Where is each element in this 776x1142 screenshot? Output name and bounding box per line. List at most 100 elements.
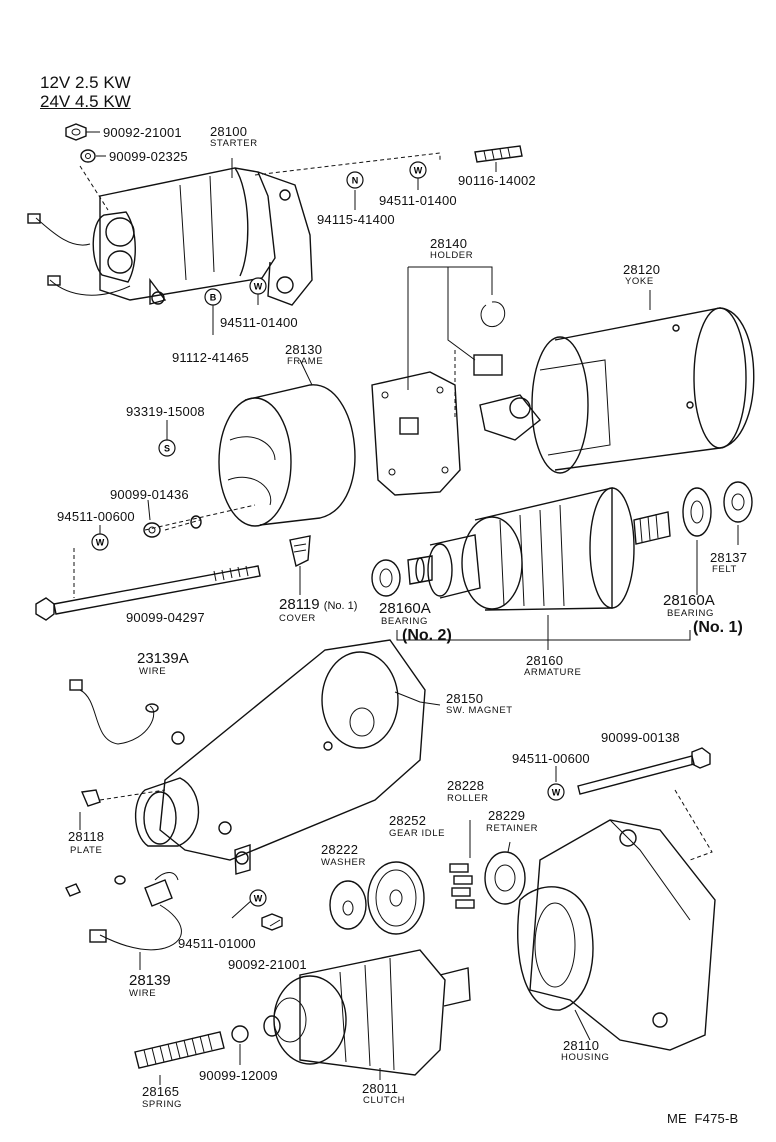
symbol-s-marker: S — [158, 439, 176, 457]
symbol-w-marker-mid: W — [249, 277, 267, 295]
label-93319-15008: 93319-15008 — [126, 404, 205, 419]
label-90092-21001-top: 90092-21001 — [103, 125, 182, 140]
holder-drawing — [371, 266, 541, 496]
plate-28118-drawing — [80, 789, 101, 807]
bearing-28160A-no2-drawing — [371, 559, 401, 597]
svg-text:W: W — [414, 166, 423, 176]
svg-text:W: W — [254, 282, 263, 292]
label-90099-00138: 90099-00138 — [601, 730, 680, 745]
label-28011: 28011 — [362, 1081, 399, 1096]
label-holder: HOLDER — [430, 250, 474, 261]
label-28119: 28119 (No. 1) — [279, 597, 357, 612]
label-bearing-no2: BEARING — [381, 616, 428, 627]
wire-23139A-drawing — [69, 679, 159, 745]
armature-drawing — [407, 487, 671, 611]
washer-90099-01436 — [143, 522, 161, 538]
symbol-w-marker-top: W — [409, 161, 427, 179]
label-sw-magnet: SW. MAGNET — [446, 705, 513, 716]
felt-28137-drawing — [723, 481, 753, 523]
label-23139A: 23139A — [137, 650, 189, 667]
label-wire-28139: WIRE — [129, 988, 157, 999]
label-cover: COVER — [279, 613, 316, 624]
label-housing: HOUSING — [561, 1052, 610, 1063]
label-28110: 28110 — [563, 1038, 600, 1053]
label-28130: 28130 — [285, 342, 323, 357]
label-plate: PLATE — [70, 845, 103, 856]
symbol-w-marker-bottom: W — [249, 889, 267, 907]
label-armature: ARMATURE — [524, 667, 582, 678]
washer-small — [190, 515, 202, 529]
nut-90092-top — [65, 123, 87, 141]
label-28137: 28137 — [710, 550, 748, 565]
label-91112-41465: 91112-41465 — [172, 350, 249, 365]
spec-line-24v: 24V 4.5 KW — [40, 92, 131, 111]
label-no2: (No. 2) — [402, 627, 452, 644]
label-28252: 28252 — [389, 813, 427, 828]
label-starter: STARTER — [210, 138, 258, 149]
retainer-28229-drawing — [484, 851, 526, 905]
gear-idle-28252-drawing — [367, 861, 425, 935]
label-90116-14002: 90116-14002 — [458, 173, 536, 188]
wire-28139-drawing — [65, 872, 182, 951]
label-94511-01000: 94511-01000 — [178, 936, 256, 951]
washer-28222-drawing — [329, 880, 367, 930]
label-94115-41400: 94115-41400 — [317, 212, 395, 227]
clutch-28011-drawing — [263, 949, 471, 1076]
svg-text:N: N — [352, 176, 359, 186]
housing-drawing — [517, 819, 716, 1051]
rollers-28228-drawing — [449, 863, 475, 909]
cover-28119-drawing — [289, 535, 311, 568]
label-94511-01400-top: 94511-01400 — [379, 193, 457, 208]
symbol-w-marker-left: W — [91, 533, 109, 551]
label-28119-number: 28119 — [279, 596, 320, 613]
label-bearing-no1: BEARING — [667, 608, 714, 619]
label-90099-12009: 90099-12009 — [199, 1068, 278, 1083]
symbol-b-marker: B — [204, 288, 222, 306]
label-frame: FRAME — [287, 356, 324, 367]
label-retainer: RETAINER — [486, 823, 539, 834]
label-clutch: CLUTCH — [363, 1095, 406, 1106]
label-28139: 28139 — [129, 972, 171, 989]
bearing-28160A-no1-drawing — [682, 487, 712, 537]
label-washer: WASHER — [321, 857, 366, 868]
label-94511-00600-right: 94511-00600 — [512, 751, 590, 766]
bolt-90099-00138 — [577, 747, 711, 795]
stud-90116-14002 — [474, 145, 523, 163]
svg-text:W: W — [96, 538, 105, 548]
label-28165: 28165 — [142, 1084, 180, 1099]
label-90092-21001-bottom: 90092-21001 — [228, 957, 307, 972]
label-no1: (No. 1) — [693, 619, 743, 636]
label-28100: 28100 — [210, 124, 248, 139]
label-28160: 28160 — [526, 653, 564, 668]
svg-text:S: S — [164, 444, 170, 454]
sw-magnet-drawing — [134, 639, 426, 875]
label-spring: SPRING — [142, 1099, 183, 1110]
label-gear-idle: GEAR IDLE — [389, 828, 446, 839]
label-28140: 28140 — [430, 236, 468, 251]
label-28160A-no2: 28160A — [379, 600, 431, 617]
label-28229: 28229 — [488, 808, 526, 823]
nut-90092-bottom — [261, 913, 283, 931]
label-28160A-no1: 28160A — [663, 592, 715, 609]
label-28120: 28120 — [623, 262, 661, 277]
label-felt: FELT — [712, 564, 737, 575]
ball-90099-12009 — [231, 1025, 249, 1043]
label-yoke: YOKE — [625, 276, 654, 287]
svg-text:W: W — [552, 788, 561, 798]
label-28222: 28222 — [321, 842, 359, 857]
frame-drawing — [218, 359, 356, 527]
label-94511-01400-mid: 94511-01400 — [220, 315, 298, 330]
spec-line-12v: 12V 2.5 KW — [40, 73, 131, 92]
starter-assembly-drawing — [27, 167, 313, 306]
symbol-w-marker-right: W — [547, 783, 565, 801]
label-28119-note: (No. 1) — [323, 600, 358, 612]
label-28150: 28150 — [446, 691, 484, 706]
bolt-90099-04297 — [35, 565, 261, 621]
label-roller: ROLLER — [447, 793, 489, 804]
diagram-code: ME F475-B — [667, 1111, 739, 1126]
label-28118: 28118 — [68, 829, 105, 844]
label-90099-04297: 90099-04297 — [126, 610, 205, 625]
spring-28165-drawing — [134, 1031, 225, 1069]
yoke-drawing — [531, 307, 755, 474]
